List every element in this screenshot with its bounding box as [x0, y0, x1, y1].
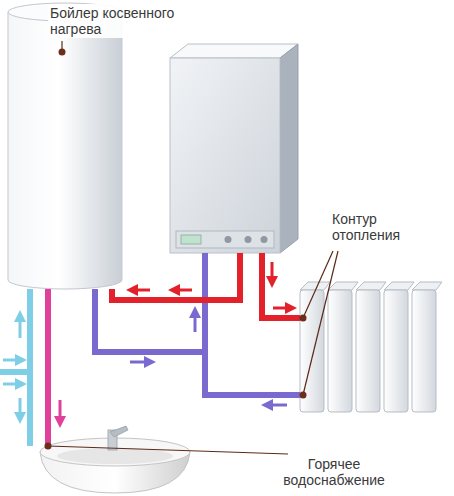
callout-label: Контур отопления: [330, 210, 442, 244]
boiler-display: [181, 235, 201, 244]
cylinder-body: [8, 12, 122, 289]
supply-pipe: [112, 253, 240, 300]
radiator-section-top: [384, 282, 414, 290]
supply-pipe: [262, 253, 300, 318]
flow-arrow: [19, 316, 22, 338]
leader-line: [303, 251, 338, 395]
boiler-top: [170, 44, 298, 58]
boiler-knob: [261, 236, 268, 243]
cold-water-pipe: [27, 289, 33, 446]
leader-dot: [45, 443, 52, 450]
leader-line: [48, 446, 288, 454]
leader-line: [303, 251, 333, 318]
boiler-front: [170, 58, 280, 253]
radiator-section: [328, 290, 352, 412]
hot-water-pipe: [45, 289, 51, 446]
radiator-section: [412, 290, 436, 412]
flow-arrow: [19, 398, 22, 418]
flow-arrow: [130, 361, 150, 364]
flow-arrow: [3, 383, 21, 386]
radiator: [300, 282, 442, 412]
flow-arrow: [3, 359, 21, 362]
radiator-section: [384, 290, 408, 412]
radiator-section-top: [328, 282, 358, 290]
radiator-section-top: [356, 282, 386, 290]
boiler-knob: [245, 236, 252, 243]
flow-arrow: [174, 289, 192, 292]
cold-water-inlet: [0, 369, 30, 375]
flow-arrow: [273, 307, 291, 310]
radiator-section-top: [412, 282, 442, 290]
control-panel: [176, 231, 274, 248]
flow-arrow: [267, 404, 287, 407]
leader-dot: [59, 49, 66, 56]
return-pipe: [205, 253, 300, 395]
callout-label: Горячее водоснабжение: [268, 455, 400, 489]
flow-arrow: [194, 312, 197, 332]
flow-arrow: [132, 289, 150, 292]
leader-dot: [300, 315, 307, 322]
boiler-knob: [225, 236, 232, 243]
flow-arrow: [59, 400, 62, 422]
radiator-section-top: [300, 282, 330, 290]
radiator-section: [300, 290, 324, 412]
callout-label: Бойлер косвенного нагрева: [48, 4, 183, 38]
leader-dot: [300, 392, 307, 399]
radiator-section: [356, 290, 380, 412]
flow-arrow: [271, 262, 274, 282]
boiler-side: [280, 44, 298, 253]
faucet-handle: [110, 426, 128, 437]
